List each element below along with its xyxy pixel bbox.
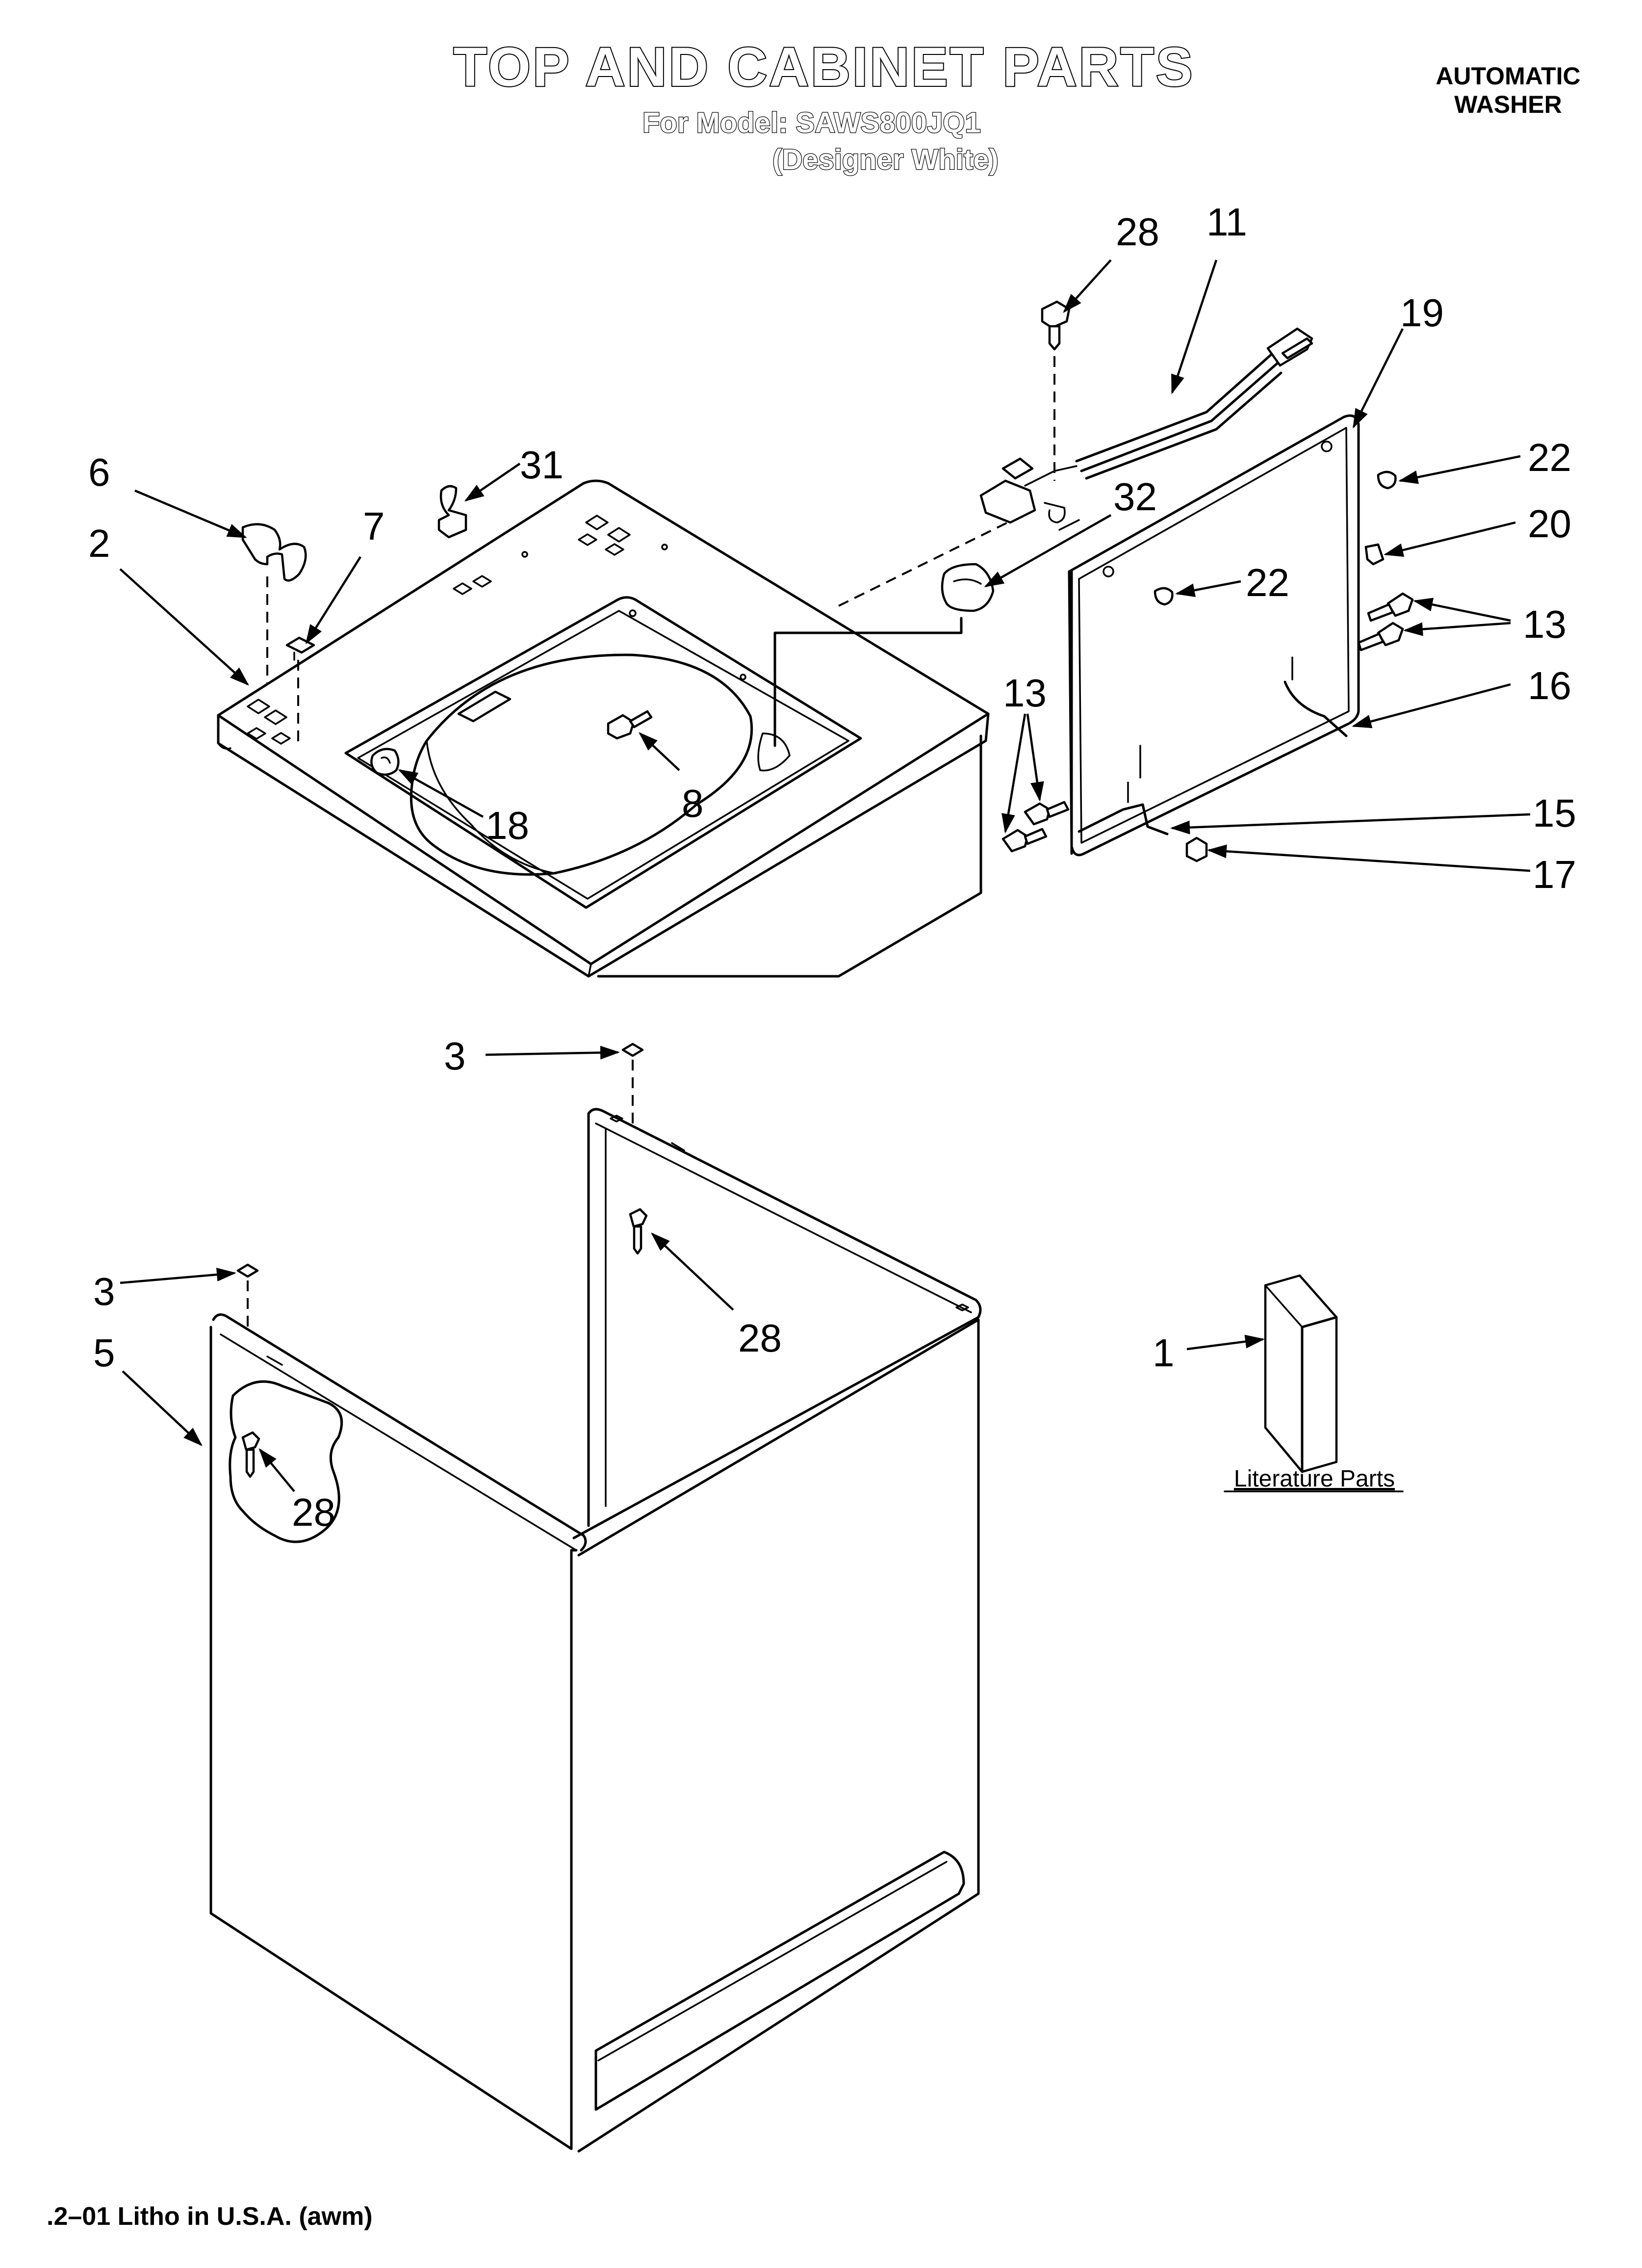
callout-28-top: 28 xyxy=(1116,210,1159,254)
wire-end-cap-17 xyxy=(1185,836,1208,862)
footer-litho: .2–01 Litho in U.S.A. (awm) xyxy=(47,2202,373,2231)
leader-11 xyxy=(1171,260,1218,394)
screw-8 xyxy=(607,710,653,740)
lid-clip-part xyxy=(285,636,315,661)
callout-28-low: 28 xyxy=(292,1490,335,1534)
leader-13-left-a xyxy=(1001,713,1026,834)
lid-actuator-part xyxy=(941,563,995,612)
callout-2: 2 xyxy=(88,521,110,565)
callout-13-right: 13 xyxy=(1523,602,1566,646)
leader-7 xyxy=(305,556,361,645)
callout-31: 31 xyxy=(520,443,564,487)
leader-18 xyxy=(398,769,484,818)
leader-19 xyxy=(1352,328,1404,429)
leader-15 xyxy=(1170,813,1531,834)
screws-13-left xyxy=(1001,801,1070,853)
screw-28-low xyxy=(241,1431,260,1478)
callout-7: 7 xyxy=(363,504,385,548)
callout-3-left: 3 xyxy=(93,1270,115,1313)
leader-28-top xyxy=(1063,259,1112,313)
callout-15: 15 xyxy=(1533,791,1576,835)
leader-5 xyxy=(122,1370,203,1446)
screws-13-right xyxy=(1357,592,1414,652)
leader-3-top xyxy=(485,1045,620,1060)
bumper-22-left xyxy=(1154,587,1174,606)
callout-8: 8 xyxy=(682,782,704,825)
callout-6: 6 xyxy=(88,450,110,494)
leader-28-mid xyxy=(651,1232,734,1311)
grommet-18 xyxy=(370,748,400,776)
model-line: For Model: SAWS800JQ1 xyxy=(642,107,981,139)
leader-13-left-b xyxy=(1026,713,1044,802)
callout-16: 16 xyxy=(1528,664,1571,707)
leader-3-left xyxy=(120,1268,236,1284)
variant-line: (Designer White) xyxy=(772,144,999,176)
leader-32 xyxy=(984,514,1112,587)
leader-28-low xyxy=(258,1448,295,1492)
washer-cabinet-part xyxy=(209,1108,982,2153)
callout-19: 19 xyxy=(1400,291,1444,335)
leader-17 xyxy=(1207,844,1531,872)
lid-guide-dash xyxy=(838,514,1023,607)
clip-3-left xyxy=(236,1263,259,1278)
screw-top-part xyxy=(1041,300,1071,351)
callout-1: 1 xyxy=(1153,1331,1175,1375)
leader-22-left xyxy=(1175,580,1241,597)
callout-28-mid: 28 xyxy=(738,1316,782,1360)
leader-20 xyxy=(1384,521,1516,557)
appliance-type-line1: AUTOMATIC xyxy=(1436,62,1580,90)
leader-13-right-a xyxy=(1413,598,1511,622)
lid-frame-part xyxy=(1068,414,1360,857)
leader-1 xyxy=(1186,1334,1265,1351)
literature-parts-book xyxy=(1264,1274,1338,1473)
callout-32: 32 xyxy=(1113,475,1157,519)
callout-5: 5 xyxy=(93,1331,115,1375)
callout-22-left: 22 xyxy=(1246,561,1289,604)
callout-17: 17 xyxy=(1533,853,1576,896)
appliance-type-line2: WASHER xyxy=(1454,91,1562,118)
callout-20: 20 xyxy=(1528,502,1571,546)
lid-stop-20 xyxy=(1364,543,1385,566)
callout-3-top: 3 xyxy=(444,1034,466,1078)
washer-top-panel xyxy=(217,479,990,978)
literature-parts-label: Literature Parts xyxy=(1234,1466,1395,1492)
lid-switch-guide-line xyxy=(773,617,963,747)
hinge-clip-part xyxy=(241,523,307,582)
leader-31 xyxy=(464,463,521,502)
clip-3-top xyxy=(621,1043,644,1057)
callout-22-right: 22 xyxy=(1528,436,1571,479)
leader-6 xyxy=(134,489,247,539)
leader-16 xyxy=(1352,683,1511,729)
callout-13-left: 13 xyxy=(1003,671,1047,715)
wiring-harness-part xyxy=(979,327,1313,531)
page-title: TOP AND CABINET PARTS xyxy=(453,36,1194,98)
leader-13-right-b xyxy=(1403,622,1511,636)
callout-11: 11 xyxy=(1206,200,1247,244)
bracket-part xyxy=(437,485,467,539)
screw-28-mid xyxy=(629,1208,648,1255)
leader-8 xyxy=(639,732,680,771)
callout-18: 18 xyxy=(486,804,529,847)
leader-2 xyxy=(119,568,249,686)
bumper-22-right xyxy=(1377,470,1397,490)
leader-22-right xyxy=(1398,455,1521,484)
